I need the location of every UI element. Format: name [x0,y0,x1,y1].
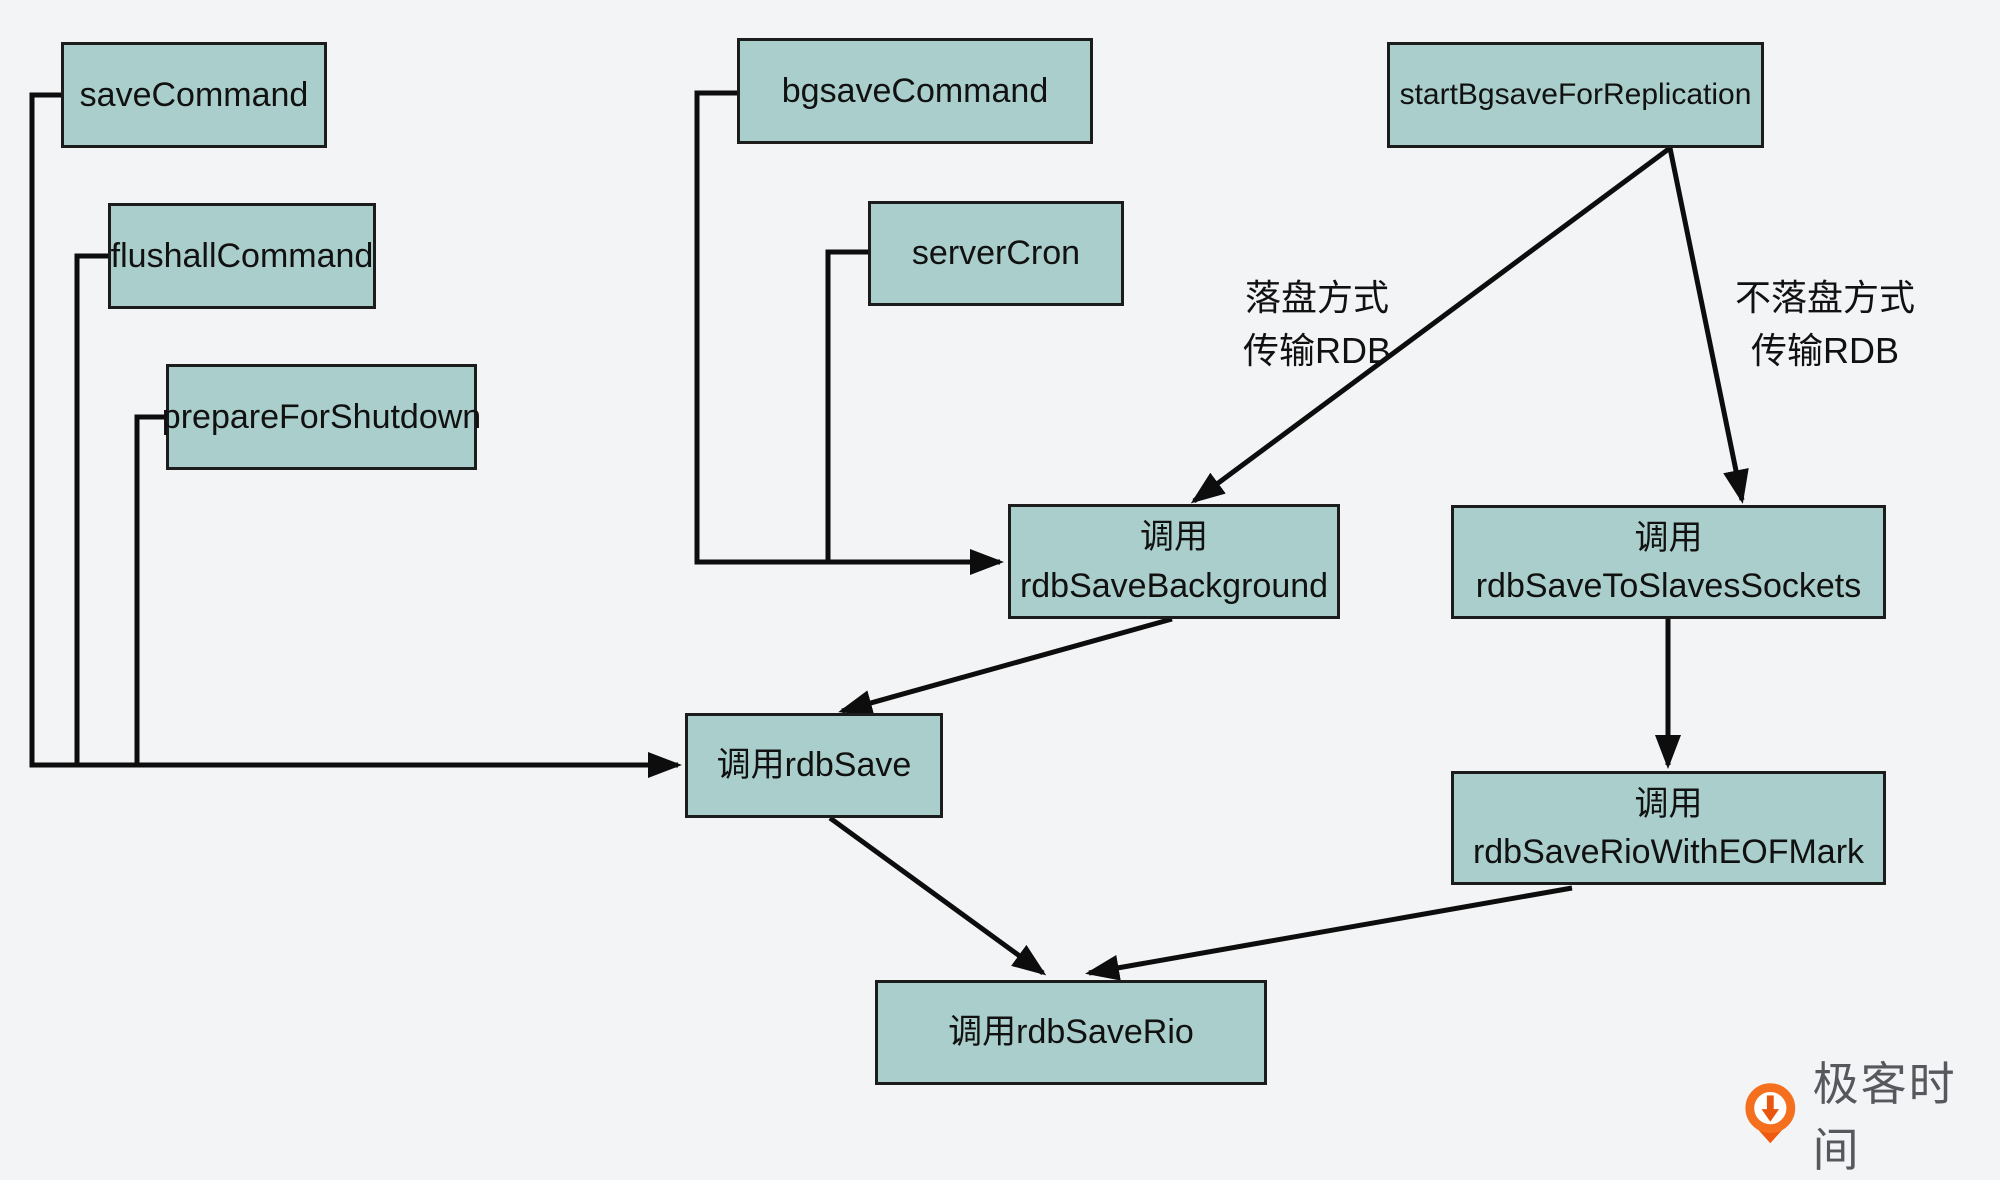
geektime-logo-text: 极客时间 [1812,1058,1957,1176]
geektime-pin-icon [1745,1083,1796,1144]
flowchart-node-call-rdbsaveriowitheofmark: 调用 rdbSaveRioWithEOFMark [1451,771,1886,885]
edge-rdbsavebackground-to-rdbsave [838,616,1173,716]
node-label: 调用 rdbSaveRioWithEOFMark [1472,784,1865,871]
flowchart-node-prepareforshutdown: prepareForShutdown [162,364,481,470]
edge-rdbsave-to-rdbsaverio [828,815,1047,976]
edge-bgsavecommand-to-rdbsavebackground [694,90,1004,575]
node-label: 调用rdbSave [716,746,912,785]
edge-savecommand-to-rdbsave [29,92,682,778]
geektime-logo: 极客时间 [1742,1048,2000,1180]
node-label: flushallCommand [110,236,374,275]
flowchart-node-bgsavecommand: bgsaveCommand [737,38,1093,144]
flowchart-node-call-rdbsavebackground: 调用 rdbSaveBackground [1008,504,1340,619]
flowchart-node-call-rdbsavetoslavessockets: 调用 rdbSaveToSlavesSockets [1451,505,1886,619]
flowchart-canvas: saveCommand flushallCommand prepareForSh… [29,38,1955,1176]
node-label: bgsaveCommand [781,71,1049,110]
edge-label-diskless-transfer: 不落盘方式 传输RDB [1734,277,1915,371]
flowchart-node-flushallcommand: flushallCommand [108,203,376,309]
edge-servercron-to-rdbsavebackground [825,249,868,564]
node-label: 调用rdbSaveRio [948,1013,1194,1052]
node-label: 调用 rdbSaveToSlavesSockets [1475,518,1862,605]
edge-label-disk-transfer: 落盘方式 传输RDB [1242,277,1391,371]
node-label: saveCommand [79,75,309,114]
edge-rdbsaverioeof-to-rdbsaverio [1085,885,1573,981]
node-label: prepareForShutdown [161,397,482,436]
edge-startbgsave-to-rdbsavetoslavessockets [1667,147,1749,504]
edge-layer [29,90,1749,981]
flowchart-node-call-rdbsave: 调用rdbSave [685,713,943,818]
edge-prepareforshutdown-to-rdbsave [134,414,166,767]
edge-flushallcommand-to-rdbsave [74,253,108,767]
flowchart-node-savecommand: saveCommand [61,42,327,148]
edge-startbgsave-to-rdbsavebackground [1190,145,1672,504]
node-label: startBgsaveForReplication [1399,77,1752,111]
flowchart-node-servercron: serverCron [868,201,1124,306]
flowchart-node-call-rdbsaverio: 调用rdbSaveRio [875,980,1267,1085]
node-label: serverCron [911,234,1081,273]
flowchart-node-startbgsaveforreplication: startBgsaveForReplication [1387,42,1764,148]
node-label: 调用 rdbSaveBackground [1019,518,1329,605]
